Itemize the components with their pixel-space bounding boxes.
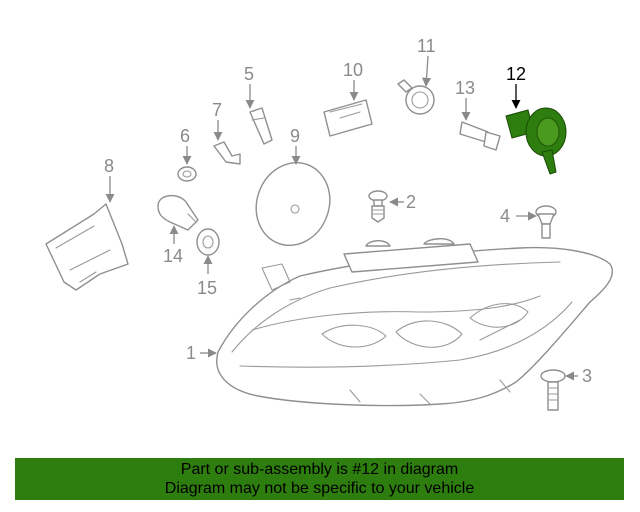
clip-5[interactable] <box>249 107 273 145</box>
callout-10: 10 <box>343 60 363 80</box>
callout-14: 14 <box>163 246 183 266</box>
bulb-12-highlighted[interactable] <box>505 107 567 175</box>
callout-11: 11 <box>417 36 436 56</box>
callout-4: 4 <box>500 206 510 226</box>
bracket-7[interactable] <box>213 141 241 165</box>
leader-lines <box>105 55 578 381</box>
bulb-11[interactable] <box>397 79 435 115</box>
bulb-14[interactable] <box>157 195 199 231</box>
banner-line-2: Diagram may not be specific to your vehi… <box>164 480 475 497</box>
callout-7: 7 <box>212 100 222 120</box>
control-unit-10[interactable] <box>323 99 373 137</box>
bulb-13[interactable] <box>459 121 501 151</box>
dust-cover-9[interactable] <box>245 152 341 256</box>
headlight-assembly[interactable] <box>216 238 613 407</box>
callout-5: 5 <box>244 64 254 84</box>
bracket-8[interactable] <box>45 203 129 291</box>
bolt-4[interactable] <box>535 205 557 239</box>
parts-diagram: 1 2 3 4 5 6 7 8 9 10 11 12 13 14 15 <box>45 36 613 411</box>
callout-9: 9 <box>290 126 300 146</box>
nut-6[interactable] <box>177 166 197 182</box>
info-banner: Part or sub-assembly is #12 in diagram D… <box>15 458 624 500</box>
screw-2[interactable] <box>368 190 388 223</box>
callout-6: 6 <box>180 126 190 146</box>
callout-15: 15 <box>197 278 217 298</box>
callout-13: 13 <box>455 78 475 98</box>
callout-1: 1 <box>186 343 196 363</box>
callout-8: 8 <box>104 156 114 176</box>
callout-12: 12 <box>506 64 526 84</box>
grommet-15[interactable] <box>196 228 220 256</box>
screw-3[interactable] <box>540 369 566 411</box>
banner-line-1: Part or sub-assembly is #12 in diagram <box>180 461 459 478</box>
callout-3: 3 <box>582 366 592 386</box>
callout-2: 2 <box>406 192 416 212</box>
